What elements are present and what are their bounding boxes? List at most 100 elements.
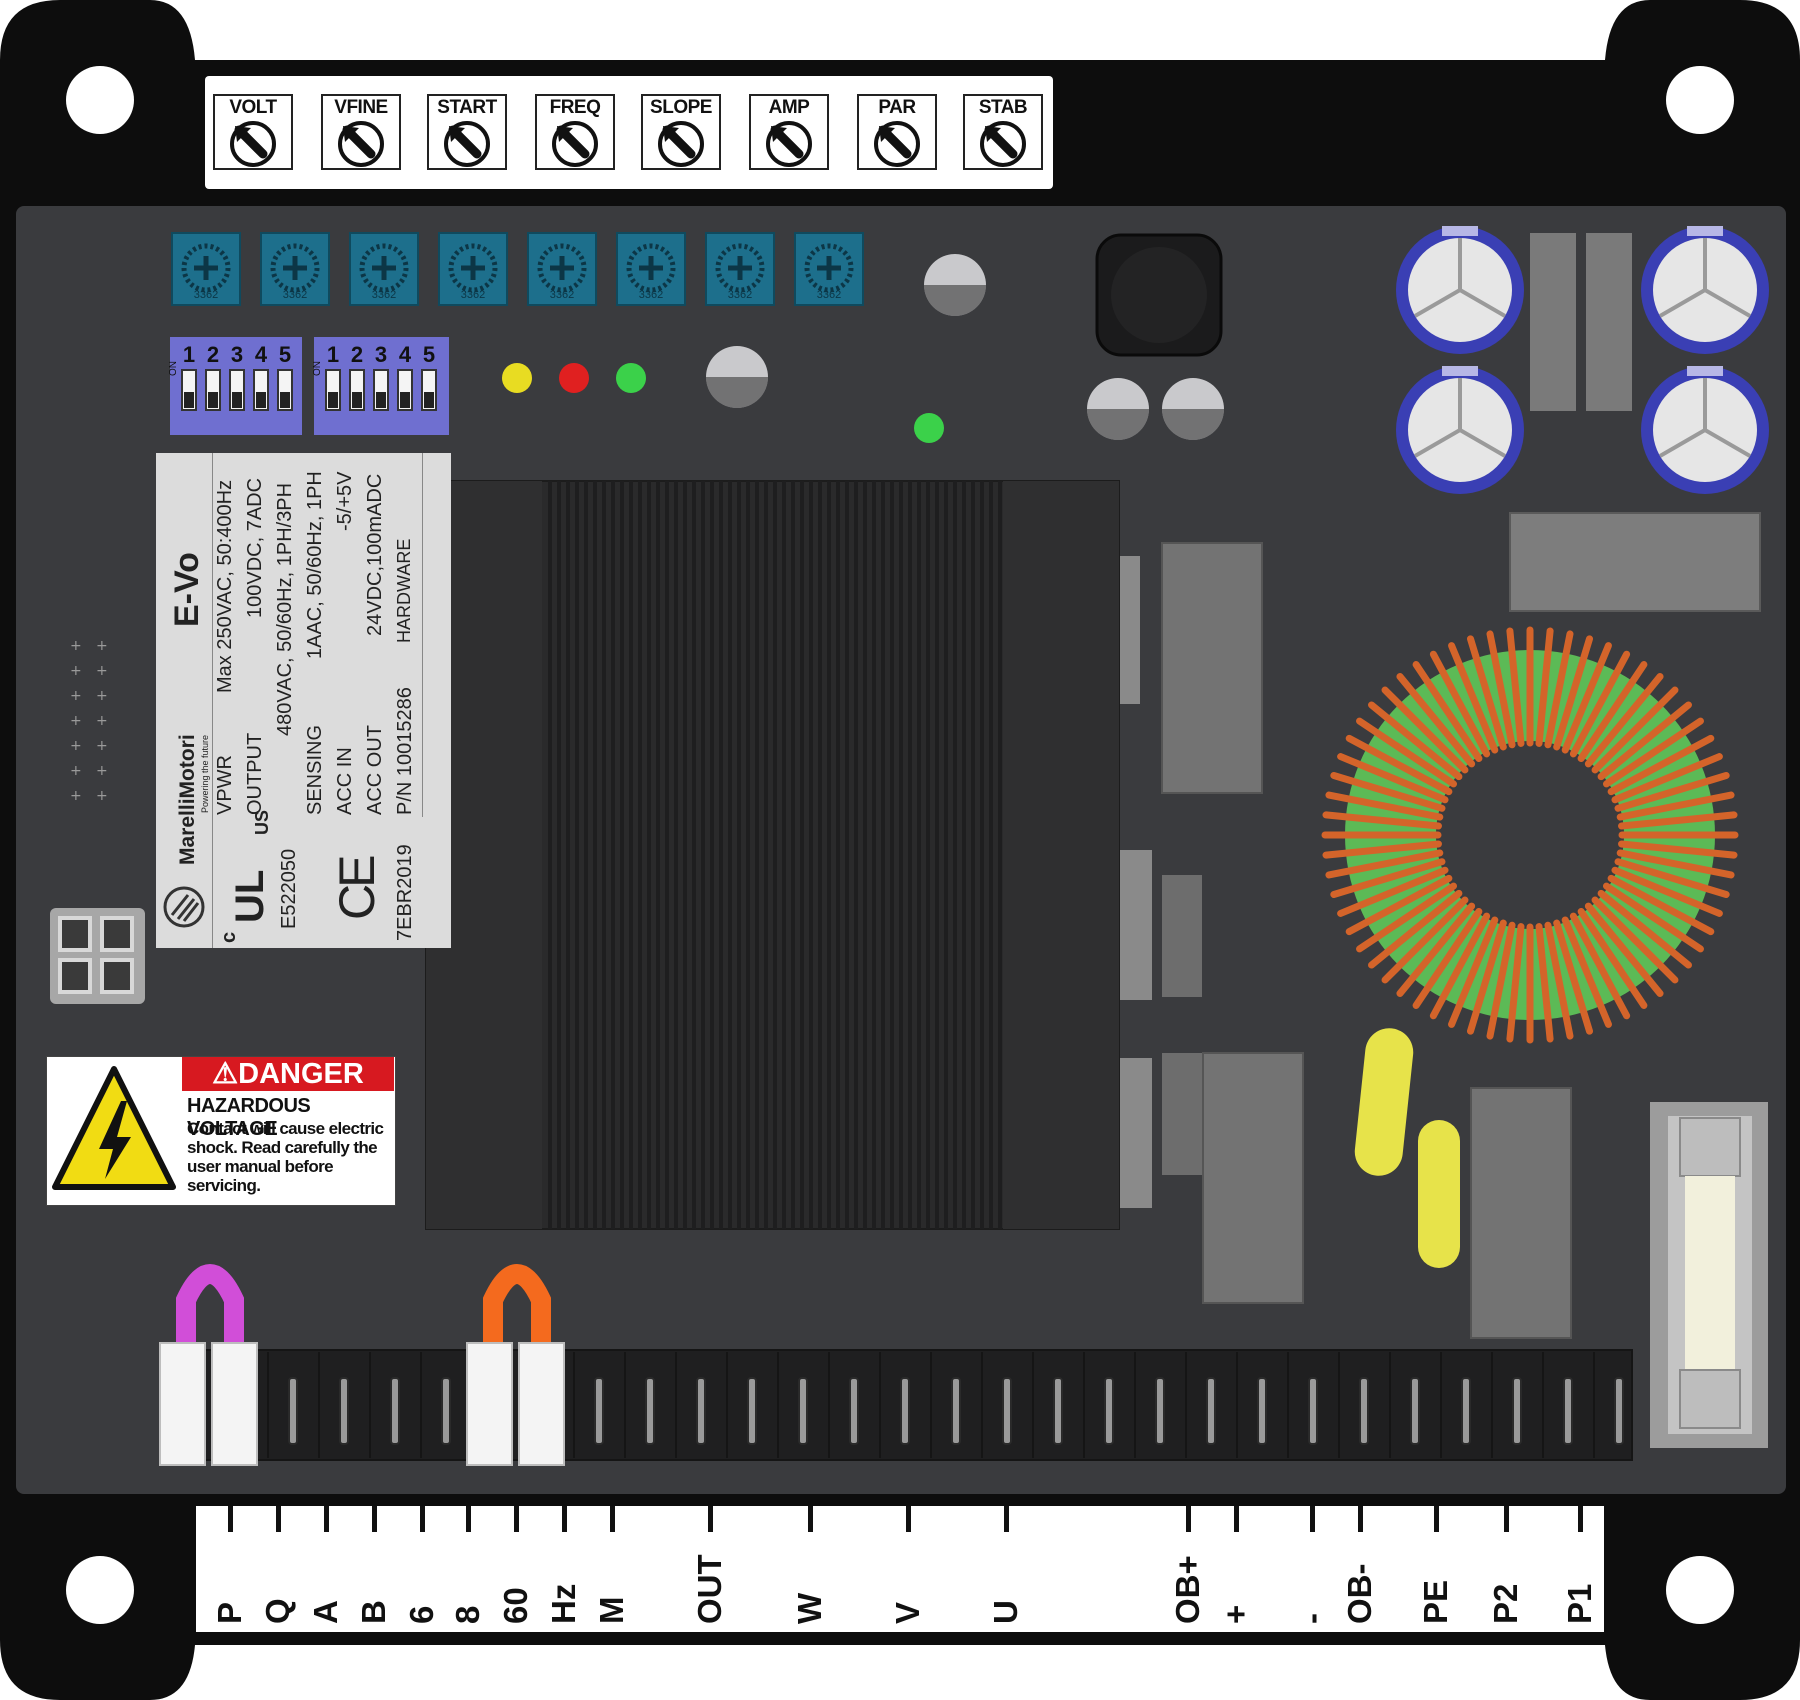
svg-text:+: +	[70, 638, 82, 654]
ul-mark-c: c	[218, 931, 240, 943]
trimmer-pot[interactable]: 3362	[438, 232, 508, 306]
pot-label: VFINE	[334, 97, 388, 118]
spec-row-value: -5/+5V	[334, 471, 356, 531]
varistor	[1354, 1028, 1414, 1176]
component-block	[1120, 850, 1152, 1000]
trimmer-pot[interactable]: 3362	[171, 232, 241, 306]
danger-title: HAZARDOUS VOLTAGE	[187, 1095, 311, 1140]
component-block	[1162, 875, 1202, 997]
varistor	[1418, 1120, 1460, 1268]
pot-slope[interactable]: SLOPE	[641, 94, 721, 170]
terminal-p[interactable]: P	[211, 1601, 248, 1624]
jumper-orange	[466, 1264, 565, 1466]
terminal-tick	[1310, 1506, 1315, 1532]
terminal-pe[interactable]: PE	[1417, 1579, 1454, 1624]
pot-volt[interactable]: VOLT	[213, 94, 293, 170]
mount-hole-tl	[66, 66, 134, 134]
spec-row-name: OUTPUT	[244, 732, 266, 815]
terminal-hz[interactable]: Hz	[545, 1583, 582, 1624]
dip-number: 4	[399, 342, 412, 367]
knob-icon	[230, 121, 276, 167]
spec-row-name: ACC IN	[334, 747, 356, 815]
pot-freq[interactable]: FREQ	[535, 94, 615, 170]
cert-file: E522050	[278, 848, 300, 929]
spec-row-value: 480VAC, 50/60Hz, 1PH/3PH	[274, 482, 296, 736]
molex-connector	[50, 908, 145, 1004]
product-name: E-Vo	[168, 552, 206, 627]
trimmer-pot[interactable]: 3362	[616, 232, 686, 306]
brand-name: MarelliMotori	[176, 734, 199, 865]
pot-label: PAR	[878, 97, 916, 118]
trimmer-pot[interactable]: 3362	[794, 232, 864, 306]
terminal-tick	[466, 1506, 471, 1532]
terminal-m[interactable]: M	[593, 1596, 630, 1625]
dip-number: 1	[327, 342, 339, 367]
terminal-p1[interactable]: P1	[1561, 1583, 1598, 1624]
terminal-q[interactable]: Q	[259, 1598, 296, 1624]
trimmer-pot[interactable]: 3362	[705, 232, 775, 306]
led-green-2	[914, 413, 944, 443]
terminal-8[interactable]: 8	[449, 1605, 486, 1624]
terminal-b[interactable]: B	[355, 1600, 392, 1624]
trimmer-pot[interactable]: 3362	[349, 232, 419, 306]
capacitor-small-2	[706, 346, 768, 408]
terminal-v[interactable]: V	[889, 1601, 926, 1624]
pot-par[interactable]: PAR	[857, 94, 937, 170]
mount-hole-bl	[66, 1556, 134, 1624]
dip-number: 1	[183, 342, 195, 367]
spec-row-value: 100VDC, 7ADC	[244, 477, 266, 618]
ul-mark: UL	[228, 869, 272, 923]
dip-number: 5	[279, 342, 291, 367]
dip-on-label: ON	[168, 361, 179, 376]
fuse-holder	[1650, 1102, 1768, 1448]
trimmer-pot[interactable]: 3362	[527, 232, 597, 306]
component-block	[1202, 1052, 1304, 1304]
terminal-plus[interactable]: +	[1217, 1604, 1254, 1624]
terminal-p2[interactable]: P2	[1487, 1583, 1524, 1624]
pot-vfine[interactable]: VFINE	[321, 94, 401, 170]
component-block	[1120, 1058, 1152, 1208]
terminal-w[interactable]: W	[791, 1592, 828, 1624]
terminal-obminus[interactable]: OB-	[1341, 1563, 1378, 1625]
trimmer-pot[interactable]: 3362	[260, 232, 330, 306]
pot-amp[interactable]: AMP	[749, 94, 829, 170]
svg-text:+: +	[70, 763, 82, 779]
terminal-tick	[514, 1506, 519, 1532]
terminal-6[interactable]: 6	[403, 1605, 440, 1624]
terminal-a[interactable]: A	[307, 1600, 344, 1624]
dip-number: 5	[423, 342, 435, 367]
spec-row-name: ACC OUT	[364, 725, 386, 815]
trimmer-marking: 3362	[728, 289, 752, 301]
pot-stab[interactable]: STAB	[963, 94, 1043, 170]
svg-text:+: +	[96, 638, 108, 654]
fuse	[1685, 1176, 1735, 1370]
terminal-u[interactable]: U	[987, 1600, 1024, 1624]
svg-text:+: +	[96, 688, 108, 704]
svg-text:+: +	[70, 713, 82, 729]
pot-start[interactable]: START	[427, 94, 507, 170]
terminal-out[interactable]: OUT	[691, 1554, 728, 1624]
heatsink	[425, 480, 1120, 1230]
danger-sticker: ⚠DANGER HAZARDOUS VOLTAGE Contact will c…	[46, 1056, 396, 1206]
terminal-tick	[1578, 1506, 1583, 1532]
dip-number: 4	[255, 342, 268, 367]
danger-body: Contact will cause electric shock. Read …	[187, 1119, 384, 1195]
trimmer-marking: 3362	[817, 289, 841, 301]
terminal-tick	[228, 1506, 233, 1532]
terminal-tick	[420, 1506, 425, 1532]
dip-number: 3	[375, 342, 387, 367]
knob-icon	[980, 121, 1026, 167]
svg-text:+: +	[70, 663, 82, 679]
date-code: 7EBR2019	[394, 844, 416, 941]
terminal-obplus[interactable]: OB+	[1169, 1555, 1206, 1624]
dip-on-label: ON	[312, 361, 323, 376]
capacitor-large	[1641, 366, 1769, 494]
terminal-tick	[1434, 1506, 1439, 1532]
capacitor-large	[1396, 226, 1524, 354]
ce-mark: CE	[329, 858, 385, 920]
terminal-60[interactable]: 60	[497, 1587, 534, 1624]
dip-number: 2	[351, 342, 363, 367]
terminal-minus[interactable]: -	[1293, 1613, 1330, 1624]
